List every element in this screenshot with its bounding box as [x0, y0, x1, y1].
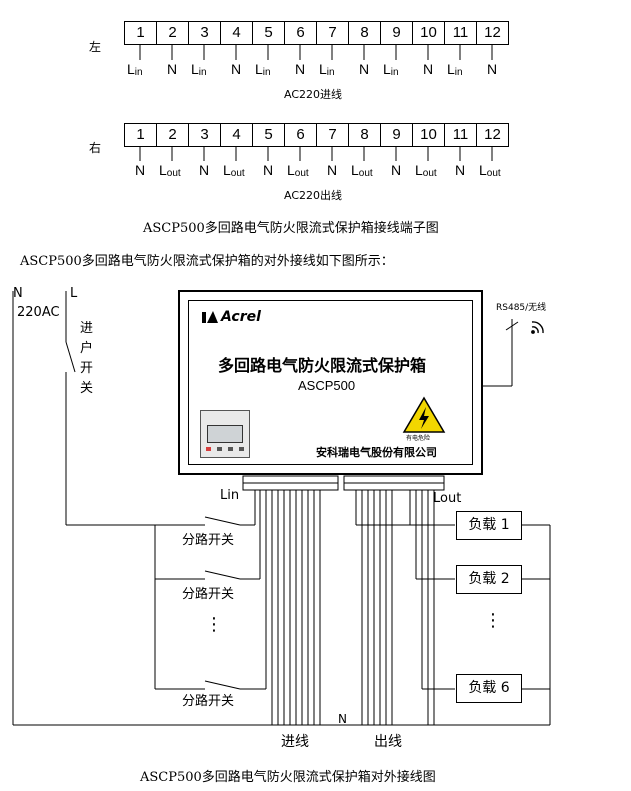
- terminal-wire-label-2: Lout: [159, 162, 181, 179]
- terminal-number-2: 2: [157, 22, 189, 44]
- protection-box-inner-frame: [188, 300, 473, 465]
- branch-switch-6-label: 分路开关: [182, 694, 235, 709]
- terminal-number-11: 11: [445, 124, 477, 146]
- terminal-wire-label-2: N: [167, 61, 178, 77]
- acrel-logo-icon: [202, 311, 218, 323]
- load-2: 负载 2: [456, 565, 522, 594]
- lout-label: Lout: [433, 491, 462, 506]
- terminal-wire-label-6: N: [295, 61, 306, 77]
- terminal-wire-label-10: Lout: [415, 162, 437, 179]
- terminal-number-3: 3: [189, 22, 221, 44]
- terminal-number-10: 10: [413, 22, 445, 44]
- terminal-wire-label-6: Lout: [287, 162, 309, 179]
- terminal-wire-label-9: N: [391, 162, 402, 178]
- supply-l-label: L: [70, 286, 78, 301]
- wireless-icon: [531, 321, 544, 334]
- terminal-left-side-label: 左: [89, 40, 102, 54]
- terminal-number-10: 10: [413, 124, 445, 146]
- terminal-wire-label-5: N: [263, 162, 274, 178]
- terminal-number-11: 11: [445, 22, 477, 44]
- terminal-number-3: 3: [189, 124, 221, 146]
- incoming-label: 进线: [281, 734, 309, 750]
- intro-text: ASCP500多回路电气防火限流式保护箱的对外接线如下图所示：: [20, 254, 394, 269]
- meter-display: [200, 410, 250, 458]
- terminal-number-7: 7: [317, 124, 349, 146]
- terminal-wire-label-12: N: [487, 61, 498, 77]
- device-model: ASCP500: [298, 378, 356, 393]
- brand-name: Acrel: [221, 309, 261, 325]
- terminal-number-9: 9: [381, 22, 413, 44]
- load-1: 负载 1: [456, 511, 522, 540]
- branch-switch-6-blade: [204, 680, 241, 690]
- terminal-right-side-label: 右: [89, 141, 102, 155]
- terminal-number-1: 1: [125, 124, 157, 146]
- terminal-wire-label-10: N: [423, 61, 434, 77]
- terminal-number-12: 12: [484, 126, 501, 143]
- terminal-number-8: 8: [349, 124, 381, 146]
- high-voltage-warning-icon: [402, 396, 446, 433]
- terminal-wire-label-1: N: [135, 162, 146, 178]
- terminal-left-caption: AC220进线: [284, 88, 343, 101]
- terminal-number-5: 5: [253, 124, 285, 146]
- terminal-wire-label-7: N: [327, 162, 338, 178]
- terminal-wire-label-5: Lin: [255, 61, 271, 78]
- terminal-wire-label-7: Lin: [319, 61, 335, 78]
- terminal-number-4: 4: [221, 124, 253, 146]
- load-6: 负载 6: [456, 674, 522, 703]
- warning-text: 有电危险: [406, 435, 431, 442]
- terminal-number-6: 6: [285, 22, 317, 44]
- terminal-number-9: 9: [381, 124, 413, 146]
- terminal-wire-label-8: Lout: [351, 162, 373, 179]
- branch-switch-1-label: 分路开关: [182, 533, 235, 548]
- neutral-label: N: [338, 712, 347, 726]
- terminal-wire-label-8: N: [359, 61, 370, 77]
- company-name: 安科瑞电气股份有限公司: [316, 446, 437, 459]
- terminal-wire-label-9: Lin: [383, 61, 399, 78]
- terminal-number-12: 12: [484, 24, 501, 41]
- lin-label: Lin: [220, 488, 240, 503]
- terminal-wire-label-4: N: [231, 61, 242, 77]
- terminal-wire-label-1: Lin: [127, 61, 143, 78]
- branch-switch-1-blade: [204, 516, 241, 526]
- load-ellipsis: ⋮: [484, 610, 502, 631]
- meter-buttons: [206, 447, 244, 451]
- supply-n-label: N: [13, 286, 23, 301]
- terminal-right-caption: AC220出线: [284, 189, 343, 202]
- terminal-diagram-caption: ASCP500多回路电气防火限流式保护箱接线端子图: [143, 221, 439, 236]
- terminal-wire-label-12: Lout: [479, 162, 501, 179]
- branch-switch-ellipsis: ⋮: [205, 614, 223, 635]
- supply-voltage-label: 220AC: [17, 305, 60, 320]
- branch-switch-2-blade: [204, 570, 241, 580]
- terminal-number-8: 8: [349, 22, 381, 44]
- main-switch-label: 进户开关: [80, 321, 94, 396]
- main-switch-blade: [65, 341, 76, 373]
- device-title: 多回路电气防火限流式保护箱: [218, 356, 427, 375]
- wiring-diagram-caption: ASCP500多回路电气防火限流式保护箱对外接线图: [140, 770, 436, 785]
- terminal-wire-label-11: Lin: [447, 61, 463, 78]
- outgoing-label: 出线: [374, 734, 402, 750]
- terminal-number-6: 6: [285, 124, 317, 146]
- terminal-number-5: 5: [253, 22, 285, 44]
- terminal-number-2: 2: [157, 124, 189, 146]
- terminal-wire-label-3: Lin: [191, 61, 207, 78]
- protection-box: Acrel 多回路电气防火限流式保护箱 ASCP500 有电危险 安科瑞电气股份…: [178, 290, 483, 475]
- terminal-number-4: 4: [221, 22, 253, 44]
- meter-screen: [207, 425, 243, 443]
- terminal-number-1: 1: [125, 22, 157, 44]
- terminal-wire-label-3: N: [199, 162, 210, 178]
- branch-switch-2-label: 分路开关: [182, 587, 235, 602]
- terminal-number-7: 7: [317, 22, 349, 44]
- rs485-label: RS485/无线: [496, 303, 547, 313]
- brand-logo: Acrel: [202, 309, 261, 325]
- terminal-wire-label-11: N: [455, 162, 466, 178]
- terminal-wire-label-4: Lout: [223, 162, 245, 179]
